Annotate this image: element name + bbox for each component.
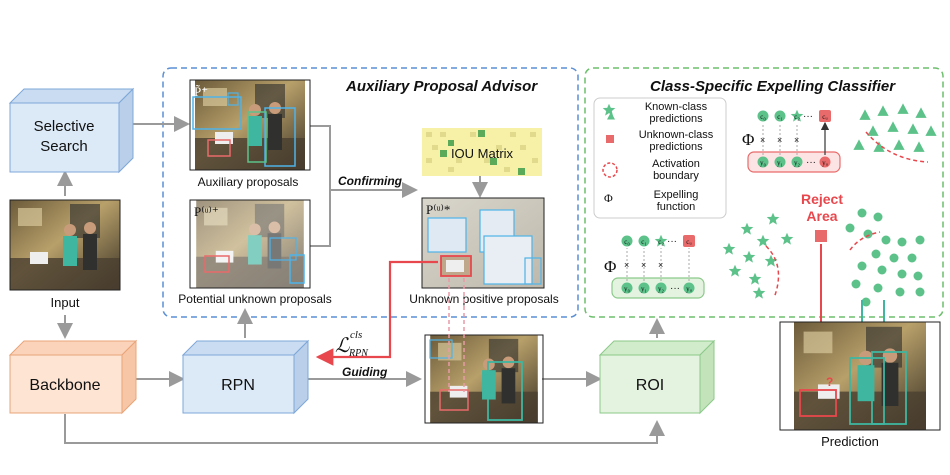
guiding-label: Guiding [342,365,388,379]
bottom-network: Φ × × × ··· c₀ c₁ c₂ cᵤ ··· y₀ y₁ y₂ yᵤ [604,234,705,299]
svg-text:?: ? [826,375,833,389]
legend-activation-1: Activation [652,158,700,170]
top-in-u: yᵤ [822,159,829,167]
advisor-title: Auxiliary Proposal Advisor [345,78,538,95]
iou-matrix: IOU Matrix [422,128,542,176]
unknown-positive-image: P⁽ᵘ⁾* Unknown positive proposals [409,197,559,306]
svg-text:×: × [658,260,663,270]
top-phi: Φ [742,130,754,149]
dashed-guides [448,278,465,392]
bottom-in-2: y₂ [658,285,665,293]
flow-arrows [57,116,665,444]
proposals-image [424,334,544,424]
bottom-out-0: c₀ [624,238,630,246]
loss-rpn-label: ℒ cls RPN [335,329,369,359]
p-u-star-label: P⁽ᵘ⁾* [426,202,450,217]
top-out-0: c₀ [760,113,766,121]
prediction-image: ? Prediction [779,321,941,449]
top-network: Φ × × × ··· c₀ c₁ c₂ cᵤ ··· y₀ y₁ y₂ yᵤ [742,109,841,173]
legend-expelling-1: Expelling [654,189,699,201]
prediction-caption: Prediction [821,434,879,449]
svg-text:×: × [760,135,765,145]
potential-unknown-image: P⁽ᵘ⁾⁺ Potential unknown proposals [178,199,332,306]
rpn-box: RPN [181,339,310,415]
legend-unknown-2: predictions [649,141,703,153]
svg-text:×: × [794,135,799,145]
rpn-label: RPN [221,377,255,394]
top-dots-in: ··· [806,157,816,168]
bottom-in-1: y₁ [641,285,647,293]
loss-symbol: ℒ [335,335,350,357]
classifier-region [584,67,944,318]
potential-caption: Potential unknown proposals [178,292,331,306]
bottom-out-u: cᵤ [686,238,692,246]
bottom-phi: Φ [604,257,616,276]
input-caption: Input [51,295,80,310]
circle-cluster [845,208,925,307]
bottom-out-1: c₁ [641,238,647,246]
advisor-region [162,67,579,318]
top-in-0: y₀ [760,159,767,167]
legend-known-1: Known-class [645,101,708,113]
top-in-2: y₂ [794,159,801,167]
legend-phi-icon: Φ [604,191,613,205]
svg-text:×: × [777,135,782,145]
legend-box: Known-class predictions Unknown-class pr… [593,97,727,219]
arrow-auxiliary-to-iou [310,125,418,198]
confirming-label: Confirming [338,174,403,188]
backbone-box: Backbone [8,339,138,415]
loss-subscript: RPN [348,348,369,359]
roi-box: ROI [598,339,716,415]
auxiliary-proposals-image: P̃⁺ Auxiliary proposals [189,79,311,189]
bottom-in-0: y₀ [624,285,631,293]
top-dots-out: ··· [803,111,813,122]
top-out-u: cᵤ [822,113,828,121]
unknown-positive-caption: Unknown positive proposals [409,292,558,306]
selective-search-label-1: Selective [34,118,95,135]
p-u-plus-label: P⁽ᵘ⁾⁺ [194,204,219,219]
legend-expelling-2: function [657,201,696,213]
bottom-out-2: c₂ [658,238,664,246]
selective-search-label-2: Search [40,138,88,155]
svg-text:×: × [641,260,646,270]
loss-superscript: cls [350,329,362,341]
arrow-backbone-to-roi [64,414,665,444]
triangle-cluster [853,103,937,163]
input-image: Input [9,199,121,310]
top-in-1: y₁ [777,159,783,167]
top-out-1: c₁ [777,113,783,121]
iou-matrix-label: IOU Matrix [451,146,514,161]
roi-label: ROI [636,377,664,394]
star-cluster [722,212,794,299]
backbone-label: Backbone [29,377,100,394]
reject-marker [815,230,827,242]
top-out-2: c₂ [794,113,800,121]
guiding-arrow [315,260,438,366]
bottom-dots-in: ··· [670,283,680,294]
legend-activation-2: boundary [653,170,699,182]
reject-label-2: Area [806,208,837,224]
reject-label-1: Reject [801,191,843,207]
auxiliary-caption: Auxiliary proposals [198,175,299,189]
classifier-title: Class-Specific Expelling Classifier [650,78,896,95]
arrow-potential-to-iou [310,190,331,247]
legend-unknown-1: Unknown-class [639,129,714,141]
p-plus-label: P̃⁺ [194,84,208,99]
bottom-dots-out: ··· [667,236,677,247]
legend-unknown-icon [606,135,614,143]
legend-known-2: predictions [649,113,703,125]
bottom-in-u: yᵤ [686,285,693,293]
selective-search-box: Selective Search [8,87,135,174]
legend-boundary-icon [602,162,618,178]
svg-text:×: × [624,260,629,270]
